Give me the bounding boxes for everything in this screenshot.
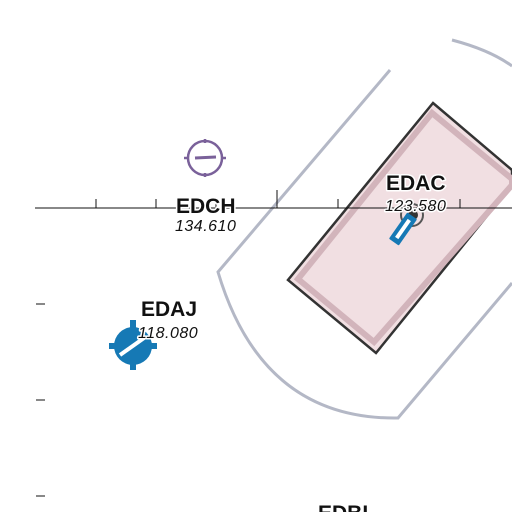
airport-code-edaj: EDAJ [141, 298, 197, 321]
civil-aerodrome-icon[interactable] [109, 320, 157, 370]
civil-aerodrome-runway-icon[interactable] [389, 203, 424, 246]
airport-code-edac: EDAC [386, 172, 446, 195]
airport-frequency-edaj: 118.080 [138, 325, 198, 342]
airport-frequency-edac: 123.580 [385, 198, 446, 215]
military-aerodrome-icon[interactable] [184, 139, 226, 177]
airport-frequency-edch: 134.610 [175, 218, 236, 235]
grid-ticks-left [36, 303, 45, 497]
control-zone-boundary [216, 38, 512, 420]
airport-code-edch: EDCH [176, 195, 236, 218]
airport-code-edbi: EDBI [318, 502, 368, 512]
distance-scale-line [35, 190, 512, 209]
